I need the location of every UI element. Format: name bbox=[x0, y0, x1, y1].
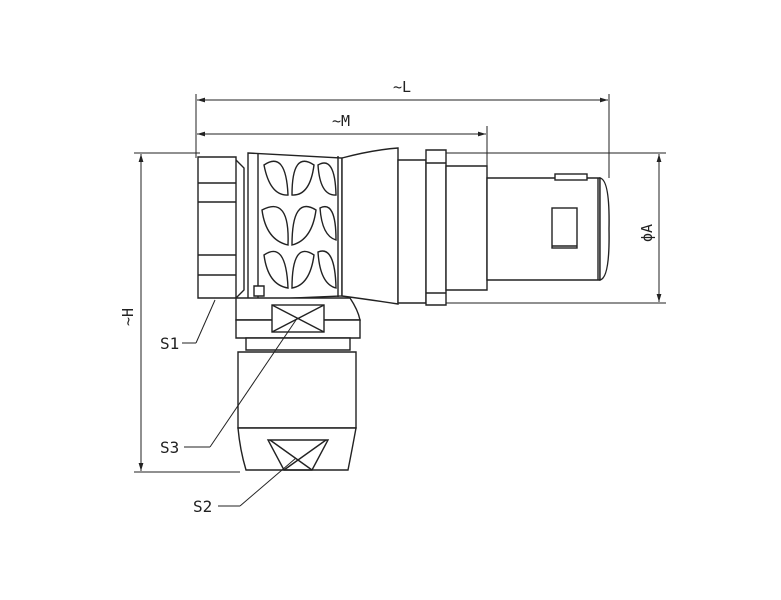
dimension-l-label: ~L bbox=[393, 78, 411, 96]
callout-s1-label: S1 bbox=[160, 334, 179, 353]
dimension-a: ϕA bbox=[446, 152, 666, 304]
callout-s2-label: S2 bbox=[193, 497, 212, 516]
dimension-m-label: ~M bbox=[332, 112, 350, 130]
dimension-a-label: ϕA bbox=[638, 224, 656, 242]
callout-s1: S1 bbox=[160, 299, 216, 353]
dimension-h-label: ~H bbox=[119, 308, 137, 326]
callout-s3-label: S3 bbox=[160, 438, 179, 457]
connector-body bbox=[197, 147, 610, 471]
callout-s3: S3 bbox=[160, 319, 297, 457]
dimension-m: ~M bbox=[197, 112, 488, 166]
dimension-l: ~L bbox=[195, 78, 610, 178]
knurl-pattern bbox=[261, 160, 337, 289]
dimension-h: ~H bbox=[119, 152, 240, 473]
callout-s2: S2 bbox=[193, 457, 297, 516]
